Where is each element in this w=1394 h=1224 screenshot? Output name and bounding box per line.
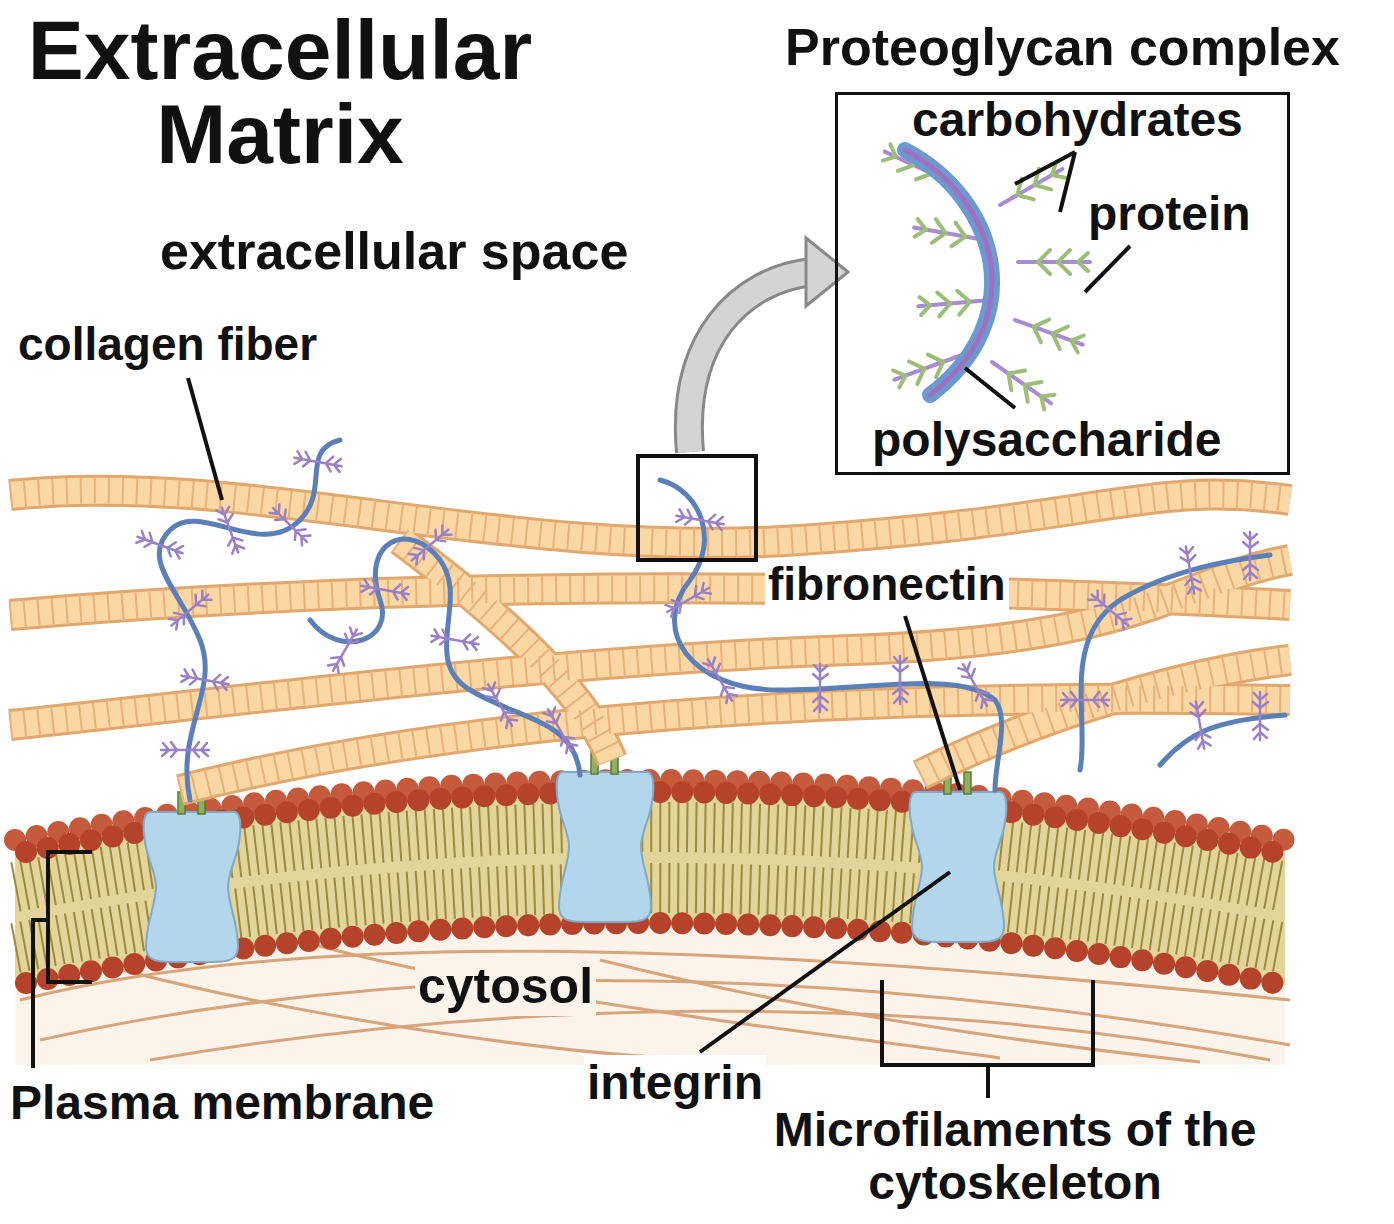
- part-label: collagen fiber: [18, 318, 317, 371]
- part-label: polysaccharide: [872, 412, 1222, 467]
- part-label: fibronectin: [765, 558, 1009, 611]
- part-label: carbohydrates: [912, 92, 1243, 147]
- part-label: integrin: [584, 1055, 766, 1110]
- part-label: protein: [1088, 186, 1251, 241]
- region-label: cytosol: [415, 958, 596, 1016]
- inset-heading: Proteoglycan complex: [785, 18, 1340, 78]
- diagram-title: Extracellular Matrix: [10, 8, 550, 176]
- part-label: Microfilaments of the cytoskeleton: [735, 1104, 1295, 1210]
- region-label: extracellular space: [160, 222, 628, 282]
- part-label: Plasma membrane: [10, 1075, 434, 1130]
